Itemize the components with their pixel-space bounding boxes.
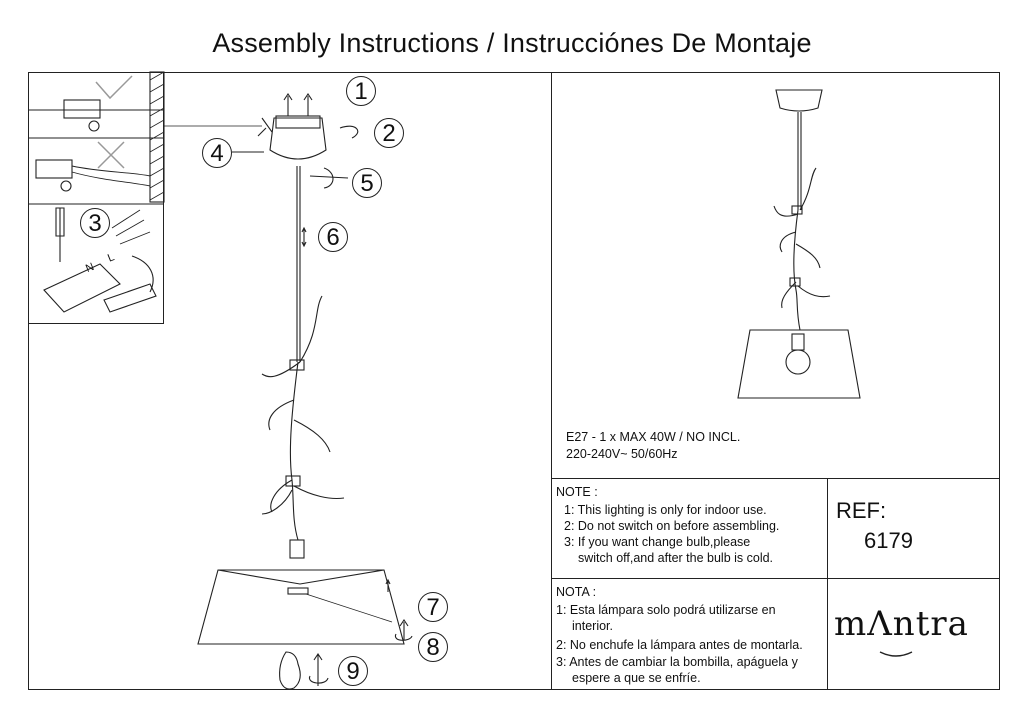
branch [268, 399, 295, 431]
branch [261, 489, 293, 515]
branch [293, 419, 331, 453]
nota-item: espere a que se enfríe. [572, 671, 701, 685]
rotate-arrow-icon [394, 633, 413, 641]
light-bulb-icon [279, 651, 301, 690]
spec-line: 220-240V~ 50/60Hz [566, 447, 678, 461]
canopy [269, 117, 327, 160]
rotate-arrow-icon [131, 255, 154, 293]
rotate-arrow-icon [339, 125, 359, 139]
nota-heading: NOTA : [556, 585, 597, 599]
branch-binding [289, 359, 305, 371]
step-number-7: 7 [418, 592, 448, 622]
brand-logo: mΛntra [834, 604, 969, 644]
step-number-5: 5 [352, 168, 382, 198]
nota-item: 2: No enchufe la lámpara antes de montar… [556, 638, 803, 652]
note-heading: NOTE : [556, 485, 598, 499]
mounting-bracket [275, 115, 321, 129]
document-frame [28, 72, 1000, 690]
nota-item: 3: Antes de cambiar la bombilla, apáguel… [556, 655, 798, 669]
screwdriver-icon [55, 207, 65, 262]
rotate-arrow-icon [308, 675, 329, 684]
note-item: 2: Do not switch on before assembling. [564, 519, 780, 533]
note-item: 1: This lighting is only for indoor use. [564, 503, 767, 517]
branch [270, 479, 293, 513]
nota-item: interior. [572, 619, 613, 633]
divider [551, 578, 827, 579]
ref-number: 6179 [864, 528, 913, 553]
ref-label: REF: [836, 498, 887, 523]
nota-item: 1: Esta lámpara solo podrá utilizarse en [556, 603, 776, 617]
spec-line: E27 - 1 x MAX 40W / NO INCL. [566, 430, 741, 444]
step-number-9: 9 [338, 656, 368, 686]
step-number-6: 6 [318, 222, 348, 252]
branch-binding [285, 475, 301, 487]
connector-block [43, 263, 121, 313]
branch [293, 485, 345, 500]
branch-stem-preview [793, 209, 801, 331]
canopy-preview [775, 89, 823, 112]
screw-arrow-icon [287, 96, 309, 116]
divider [551, 478, 1000, 479]
cross-icon [97, 141, 125, 169]
step-number-8: 8 [418, 632, 448, 662]
shade-ring [287, 587, 309, 595]
lamp-shade [197, 569, 405, 645]
step-number-2: 2 [374, 118, 404, 148]
screw-icon [60, 180, 72, 192]
clamp [103, 283, 157, 313]
ceiling-hatch [149, 71, 165, 203]
divider [551, 72, 552, 690]
note-item: switch off,and after the bulb is cold. [578, 551, 774, 565]
rotate-arrow-icon [323, 167, 334, 189]
step-number-4: 4 [202, 138, 232, 168]
note-item: 3: If you want change bulb,please [564, 535, 751, 549]
arrow-icon [313, 653, 323, 686]
step-number-1: 1 [346, 76, 376, 106]
divider [827, 478, 828, 690]
lamp-shade-preview [737, 329, 861, 399]
terminal-block [35, 159, 73, 179]
arrow-icon [309, 175, 349, 179]
divider [827, 578, 1000, 579]
branch [261, 361, 301, 378]
arrow-icon [399, 619, 409, 640]
lamp-socket [289, 539, 305, 559]
page-title: Assembly Instructions / Instrucciónes De… [212, 28, 812, 58]
terminal-block [63, 99, 101, 119]
screw-icon [88, 120, 100, 132]
branch [299, 295, 323, 363]
step-number-3: 3 [80, 208, 110, 238]
check-icon [95, 75, 133, 100]
